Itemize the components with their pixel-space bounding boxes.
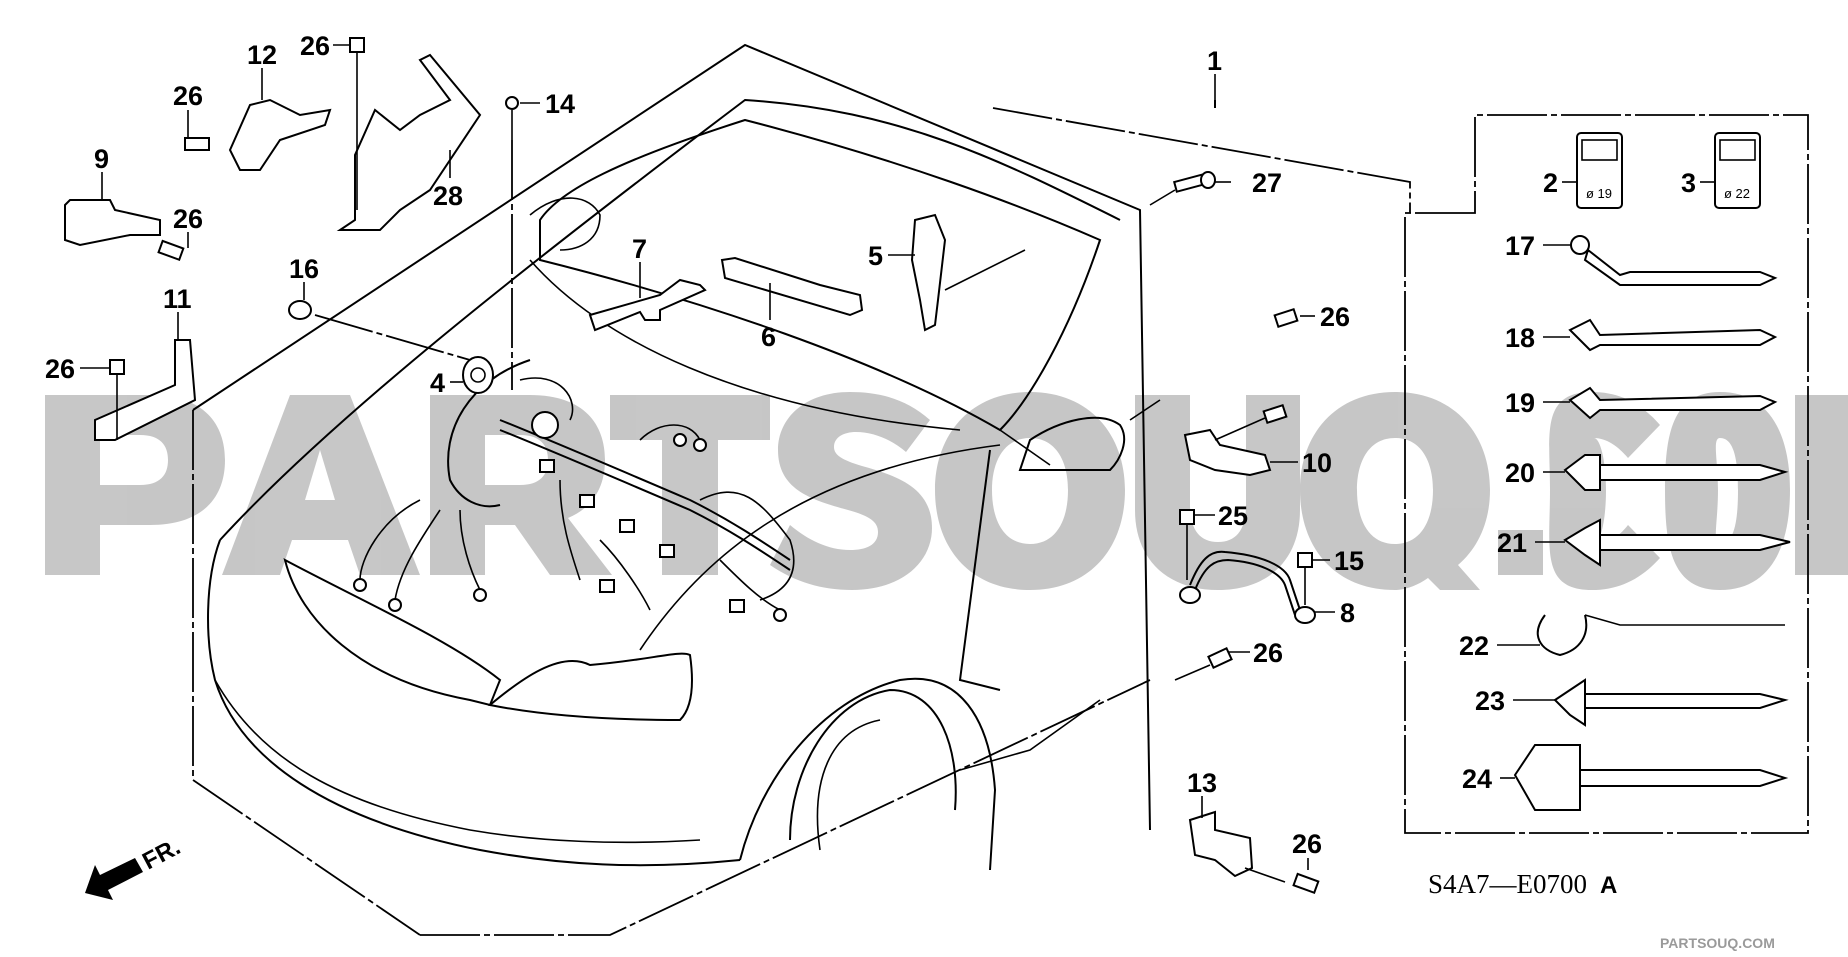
part-9-bracket [64,172,161,247]
callout-17: 17 [1505,231,1535,261]
callout-27: 27 [1252,168,1282,198]
part-12-bracket [228,68,332,171]
part-23-clip [1553,678,1789,727]
part-4-grommet [462,356,494,394]
callout-26-f: 26 [1253,638,1283,668]
part-16-grommet [288,282,471,361]
callout-20: 20 [1505,458,1535,488]
diagram-code-suffix: A [1600,872,1617,899]
callout-11: 11 [163,284,192,314]
callout-25: 25 [1218,501,1248,531]
part-2-size-label: ø 19 [1586,186,1612,201]
callout-12: 12 [247,40,277,70]
callout-6: 6 [761,322,776,352]
callout-22: 22 [1459,631,1489,661]
part-27-bolt [1149,171,1216,206]
callout-leaders [80,44,1715,870]
engine-wire-harness [353,359,795,622]
diagram-code: S4A7—E0700 A [1428,869,1617,899]
part-19-clip [1568,386,1778,420]
callout-9: 9 [94,144,109,174]
callout-3: 3 [1681,168,1696,198]
part-17-clip [1570,235,1778,286]
callout-10: 10 [1302,448,1332,478]
callout-2: 2 [1543,168,1558,198]
callout-15: 15 [1334,546,1364,576]
callout-16: 16 [289,254,319,284]
part-11-bracket [94,312,197,441]
callout-13: 13 [1187,768,1217,798]
part-3-size-label: ø 22 [1724,186,1750,201]
front-label: FR. [138,833,185,875]
part-25-bolt [1179,509,1195,580]
part-5-bracket [910,213,1026,332]
callout-1: 1 [1207,46,1222,76]
part-21-clip [1563,518,1791,567]
callout-26-d: 26 [45,354,75,384]
part-7-bracket [588,262,707,332]
part-8-pipe [1179,550,1316,624]
part-6-bracket [720,256,864,320]
part-24-clip [1513,744,1789,811]
watermark-text: PARTSOUQ.COM [1660,935,1775,951]
watermark-letterforms [45,392,1848,590]
part-10-bracket [1183,403,1288,477]
callout-24: 24 [1462,764,1492,794]
callout-19: 19 [1505,388,1535,418]
callout-5: 5 [868,241,883,271]
car-body-outline [192,43,1161,936]
callout-26-a: 26 [173,81,203,111]
front-direction-indicator: FR. [85,833,185,900]
part-26-bolts [109,37,1320,895]
diagram-code-text: S4A7—E0700 [1428,869,1587,899]
part-14-clip [505,96,519,390]
callout-26-g: 26 [1292,829,1322,859]
callout-23: 23 [1475,686,1505,716]
callout-26-e: 26 [1320,302,1350,332]
callout-28: 28 [433,181,463,211]
part-13-bracket [1188,796,1286,883]
callout-8: 8 [1340,598,1355,628]
callout-26-b: 26 [173,204,203,234]
part-15-bolt [1297,552,1313,605]
part-22-clip [1536,614,1785,657]
part-28-bracket [336,53,482,231]
part-2-connector [1576,132,1623,209]
callout-4: 4 [430,368,445,398]
callout-21: 21 [1497,528,1527,558]
callout-18: 18 [1505,323,1535,353]
part-3-connector [1714,132,1761,209]
front-arrow-icon [85,858,143,900]
callout-7: 7 [632,234,647,264]
callout-26-c: 26 [300,31,330,61]
callout-14: 14 [545,89,575,119]
part-18-clip [1568,318,1778,352]
part-20-clip [1563,454,1789,491]
callout-labels: 1 2 3 4 5 6 7 8 9 10 11 12 13 14 15 16 1… [45,31,1696,859]
